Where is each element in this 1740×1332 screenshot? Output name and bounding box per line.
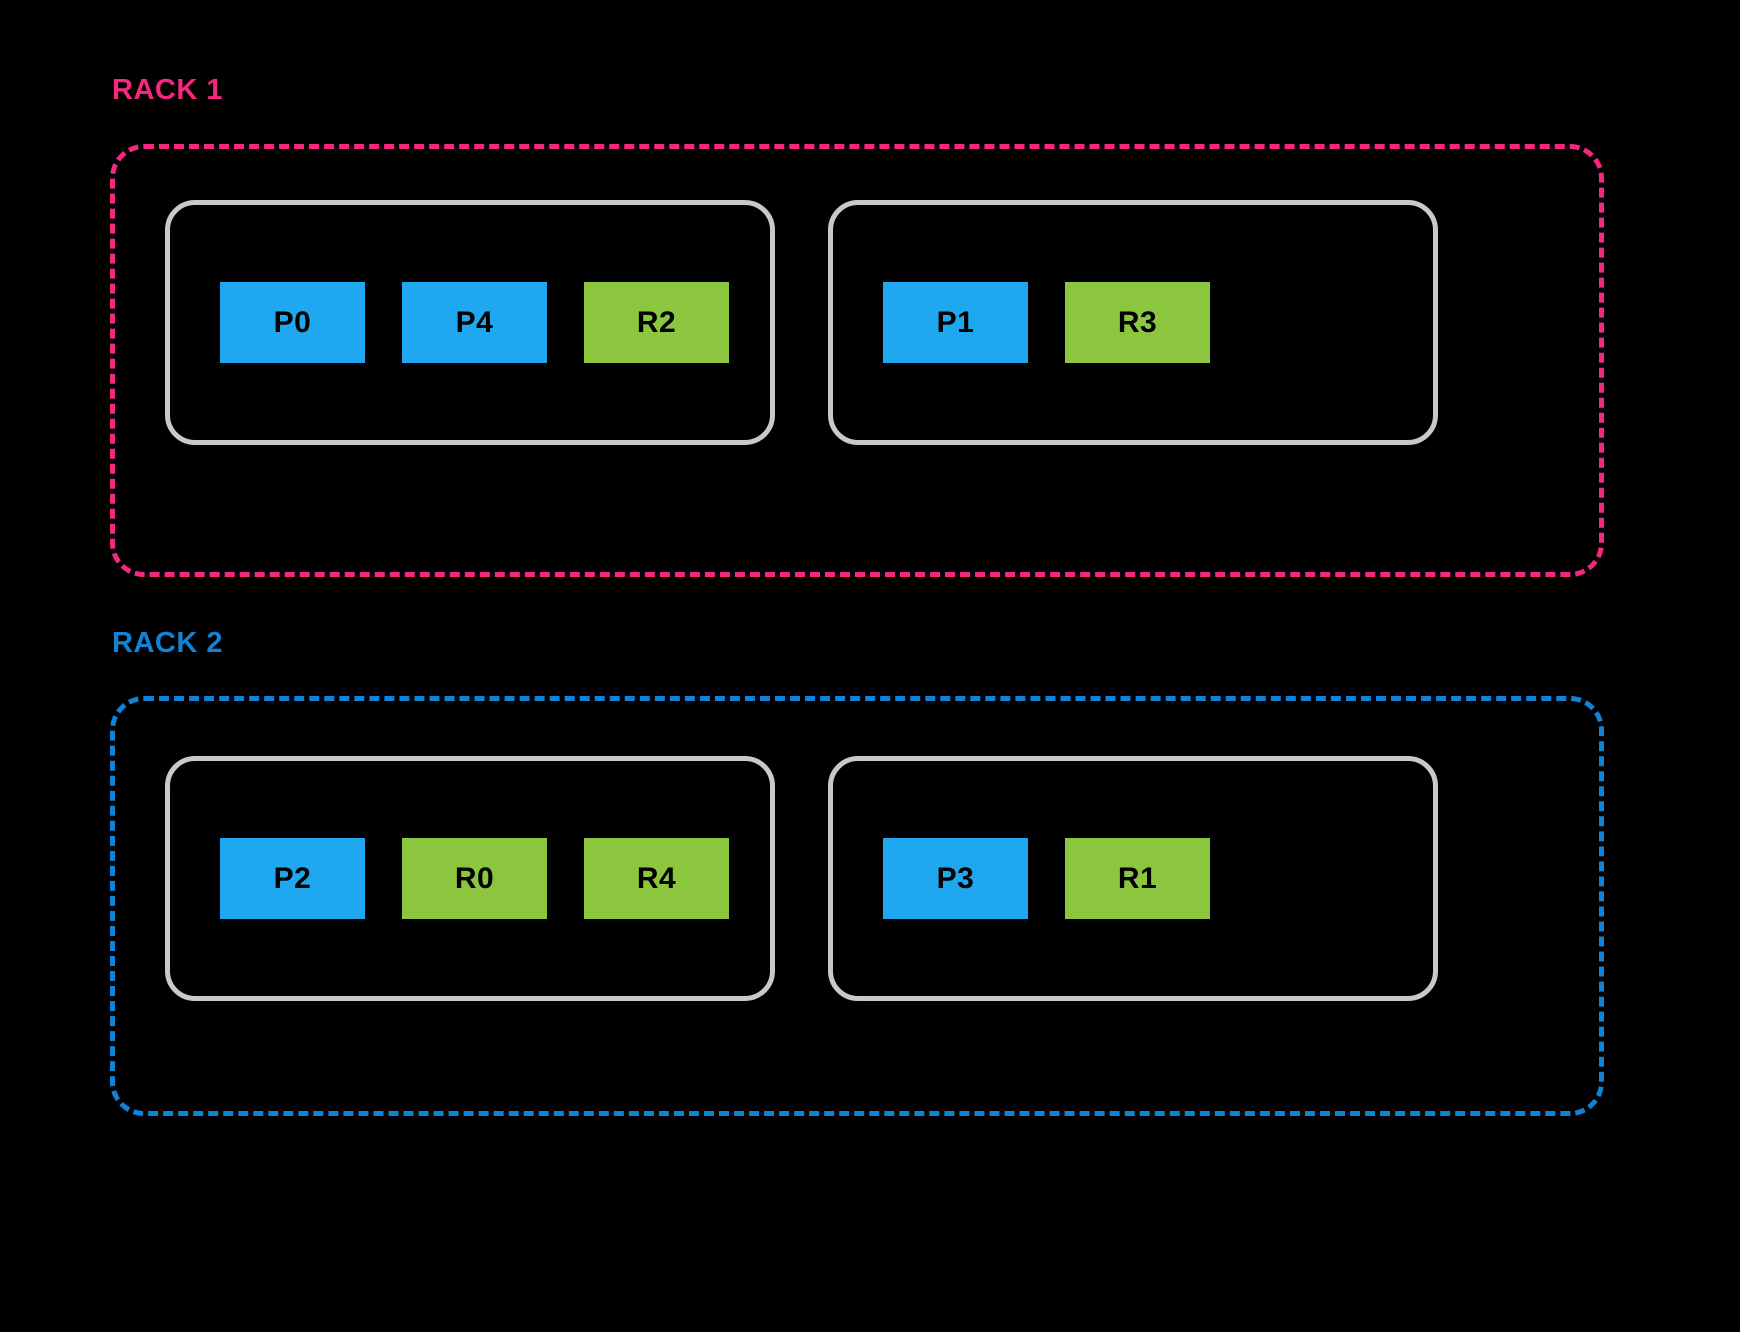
chip-r3[interactable]: R3 [1065, 282, 1210, 363]
chip-row: P1 R3 [833, 282, 1210, 363]
chip-r1[interactable]: R1 [1065, 838, 1210, 919]
node-box-rack2-node1: P2 R0 R4 [165, 756, 775, 1001]
chip-row: P0 P4 R2 [170, 282, 729, 363]
chip-p4[interactable]: P4 [402, 282, 547, 363]
chip-r0[interactable]: R0 [402, 838, 547, 919]
rack-boundary-rack-1 [110, 144, 1604, 577]
chip-row: P3 R1 [833, 838, 1210, 919]
chip-r2[interactable]: R2 [584, 282, 729, 363]
node-box-rack2-node2: P3 R1 [828, 756, 1438, 1001]
chip-p3[interactable]: P3 [883, 838, 1028, 919]
chip-p1[interactable]: P1 [883, 282, 1028, 363]
rack-boundary-rack-2 [110, 696, 1604, 1116]
chip-row: P2 R0 R4 [170, 838, 729, 919]
rack-label-rack-2: RACK 2 [112, 627, 223, 659]
chip-p0[interactable]: P0 [220, 282, 365, 363]
chip-r4[interactable]: R4 [584, 838, 729, 919]
chip-p2[interactable]: P2 [220, 838, 365, 919]
node-box-rack1-node1: P0 P4 R2 [165, 200, 775, 445]
node-box-rack1-node2: P1 R3 [828, 200, 1438, 445]
rack-label-rack-1: RACK 1 [112, 74, 223, 106]
